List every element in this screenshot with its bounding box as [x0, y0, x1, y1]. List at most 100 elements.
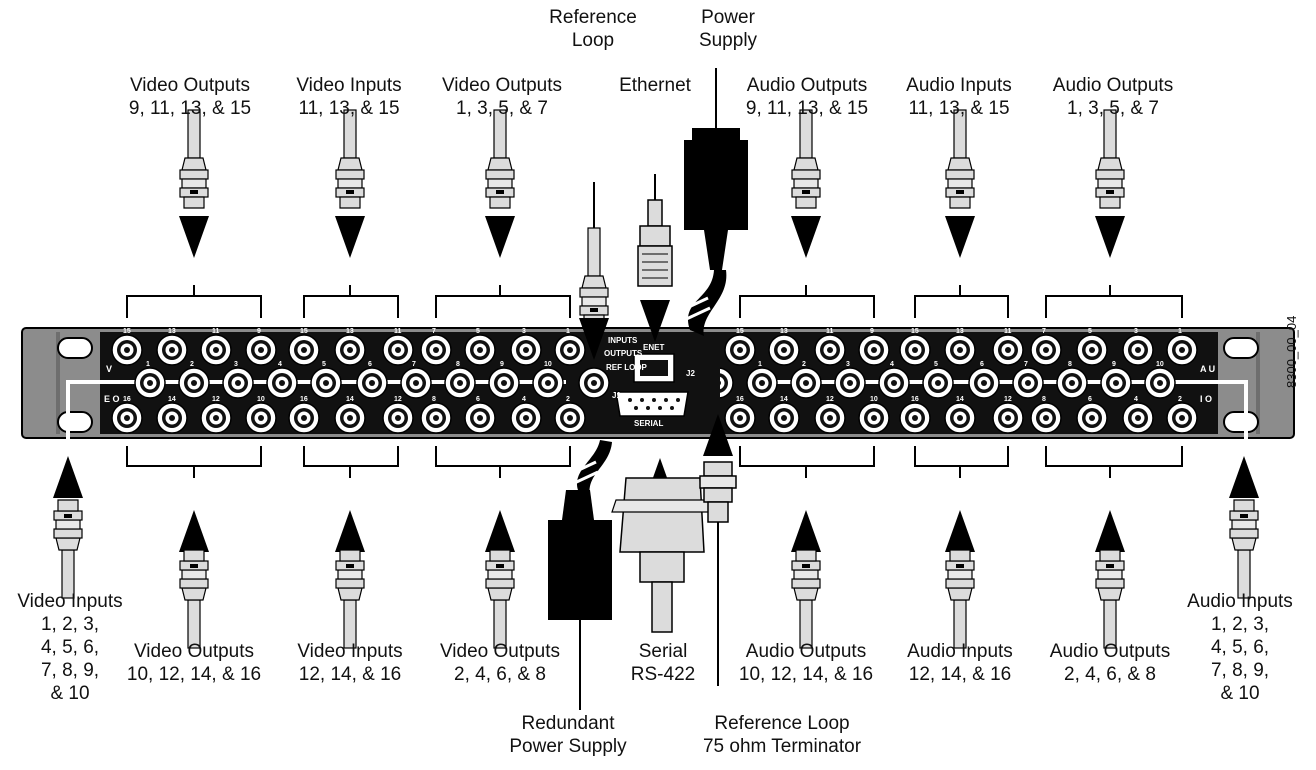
jack-video-top [288, 334, 320, 366]
terminator-plug [699, 461, 737, 686]
jack-video-bottom [288, 402, 320, 434]
label-ethernet: Ethernet [619, 75, 691, 96]
jack-number: 8 [1042, 396, 1046, 403]
jack-number: 6 [980, 361, 984, 368]
jack-number: 6 [368, 361, 372, 368]
jack-number: 16 [736, 396, 744, 403]
audio-side-letter-top: A U [1200, 364, 1215, 374]
jack-number: 2 [802, 361, 806, 368]
jack-video-top [334, 334, 366, 366]
serial-cable [611, 477, 713, 633]
jack-number: 12 [1004, 396, 1012, 403]
jack-audio-input [968, 367, 1000, 399]
jack-video-input [266, 367, 298, 399]
jack-number: 3 [846, 361, 850, 368]
jack-audio-bottom [992, 402, 1024, 434]
jack-video-top [111, 334, 143, 366]
jack-number: 6 [1088, 396, 1092, 403]
jack-reference-loop-j1 [578, 367, 610, 399]
jack-number: 2 [190, 361, 194, 368]
jack-video-input [400, 367, 432, 399]
jack-audio-top [944, 334, 976, 366]
jack-number: 11 [394, 328, 402, 335]
jack-audio-top [814, 334, 846, 366]
jack-number: 6 [476, 396, 480, 403]
mount-slot [1223, 337, 1259, 359]
jack-audio-bottom [1076, 402, 1108, 434]
jack-video-input [178, 367, 210, 399]
jack-number: 7 [1042, 328, 1046, 335]
power-supply-plug [677, 68, 748, 336]
jack-video-top [554, 334, 586, 366]
audio-side-letter-bottom: I O [1200, 394, 1212, 404]
jack-number: 4 [522, 396, 526, 403]
jack-number: 13 [956, 328, 964, 335]
jack-number: 3 [234, 361, 238, 368]
jack-number: 5 [1088, 328, 1092, 335]
jack-video-input [444, 367, 476, 399]
figure-code: 8300_00_04 [1284, 315, 1299, 388]
jack-number: 5 [322, 361, 326, 368]
jack-video-bottom [464, 402, 496, 434]
jack-video-top [156, 334, 188, 366]
j1-text: J1 [612, 391, 621, 400]
jack-video-bottom [510, 402, 542, 434]
jack-number: 1 [566, 328, 570, 335]
jack-number: 1 [146, 361, 150, 368]
jack-number: 7 [432, 328, 436, 335]
jack-number: 8 [456, 361, 460, 368]
jack-video-bottom [382, 402, 414, 434]
jack-video-input [488, 367, 520, 399]
jack-number: 2 [1178, 396, 1182, 403]
serial-port [615, 391, 689, 417]
jack-number: 4 [278, 361, 282, 368]
mount-slot [57, 411, 93, 433]
jack-audio-bottom [858, 402, 890, 434]
jack-audio-top [899, 334, 931, 366]
jack-number: 14 [346, 396, 354, 403]
bottom-brackets [126, 446, 1183, 478]
jack-audio-bottom [899, 402, 931, 434]
jack-audio-top [1166, 334, 1198, 366]
jack-audio-top [1122, 334, 1154, 366]
jack-number: 11 [212, 328, 220, 335]
jack-number: 16 [911, 396, 919, 403]
jack-number: 10 [870, 396, 878, 403]
jack-audio-bottom [1030, 402, 1062, 434]
jack-video-input [532, 367, 564, 399]
jack-video-top [420, 334, 452, 366]
ethernet-plug [637, 174, 673, 342]
jack-audio-input [1056, 367, 1088, 399]
jack-audio-input [746, 367, 778, 399]
jack-audio-top [992, 334, 1024, 366]
jack-number: 12 [212, 396, 220, 403]
jack-number: 14 [168, 396, 176, 403]
jack-audio-input [878, 367, 910, 399]
inputs-text: INPUTS [608, 336, 638, 345]
jack-video-bottom [420, 402, 452, 434]
j2-text: J2 [686, 369, 695, 378]
jack-number: 5 [476, 328, 480, 335]
redundant-power-supply-plug [548, 440, 612, 708]
ref-loop-text: REF LOOP [606, 363, 648, 372]
jack-video-input [134, 367, 166, 399]
jack-number: 15 [300, 328, 308, 335]
jack-audio-bottom [814, 402, 846, 434]
jack-number: 7 [1024, 361, 1028, 368]
jack-audio-input [1012, 367, 1044, 399]
jack-number: 13 [346, 328, 354, 335]
jack-audio-bottom [1166, 402, 1198, 434]
